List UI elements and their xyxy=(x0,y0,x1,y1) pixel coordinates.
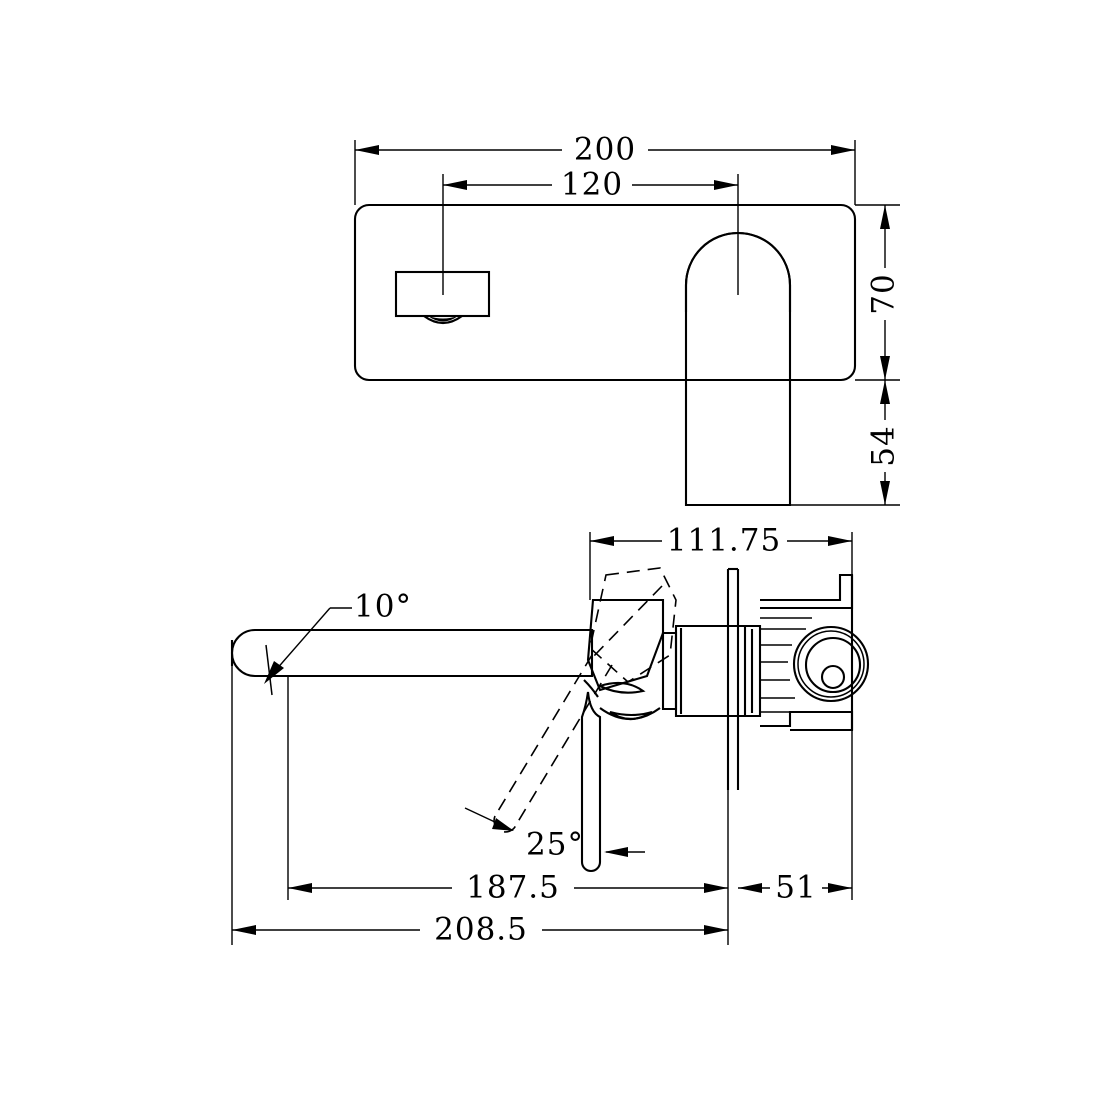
valve-face-inner-circle-side xyxy=(804,636,862,694)
lever-arm-side xyxy=(580,691,602,873)
arrow-208-right xyxy=(704,925,728,935)
arrow-200-left xyxy=(355,145,379,155)
arrow-111-left xyxy=(590,536,614,546)
dim-187-text-mask xyxy=(452,871,574,905)
dim-200-text-mask xyxy=(562,133,648,167)
arrow-70-top xyxy=(880,205,890,229)
dim-208-text-mask xyxy=(420,913,542,947)
arrow-51-right xyxy=(828,883,852,893)
arrow-120-right xyxy=(714,180,738,190)
handle-axis-phantom-side xyxy=(589,585,663,661)
lever-arm-phantom-side xyxy=(494,654,613,826)
handle-lip-fill-front xyxy=(428,316,458,322)
valve-face-bore-circle-side xyxy=(820,664,846,690)
valve-face-mid-circle-side xyxy=(797,630,865,698)
dim-label-54: 54 xyxy=(866,425,902,466)
rear-mount-body-side xyxy=(760,573,854,610)
dim-label-111-75: 111.75 xyxy=(667,523,781,559)
valve-body-side xyxy=(661,631,678,711)
front-elevation-view: 200 120 70 54 xyxy=(353,132,902,507)
arrow-200-right xyxy=(831,145,855,155)
angle-label-25: 25° xyxy=(526,827,584,863)
arrow-10deg xyxy=(264,661,284,684)
arrow-120-left xyxy=(443,180,467,190)
handle-cap-outline-side xyxy=(599,707,661,720)
arrow-54-top xyxy=(880,380,890,404)
arrow-187-left xyxy=(288,883,312,893)
arrow-70-bottom xyxy=(880,356,890,380)
arrow-111-right xyxy=(828,536,852,546)
angle-label-10: 10° xyxy=(354,589,412,625)
arrow-51-left xyxy=(738,883,762,893)
arrow-25deg-left xyxy=(492,818,514,831)
valve-face-outer-circle-side xyxy=(792,625,870,703)
handle-lip-front xyxy=(423,315,463,325)
dim-54-text-mask xyxy=(868,420,902,472)
dim-51-text-mask xyxy=(770,871,822,905)
spout-arm-side xyxy=(231,628,594,678)
dim-111-text-mask xyxy=(662,524,787,558)
spout-angle-tick-10deg xyxy=(265,644,273,696)
rear-mount-lower-side xyxy=(760,710,854,732)
lever-pivot-curve-side xyxy=(583,679,599,698)
arrow-187-right xyxy=(704,883,728,893)
dim-label-70: 70 xyxy=(866,273,902,314)
side-elevation-view: 10° 25° 111.75 187.5 51 xyxy=(230,523,870,948)
valve-body-outer-side xyxy=(674,624,762,718)
dim-70-text-mask xyxy=(868,268,902,320)
arrow-54-bottom xyxy=(880,481,890,505)
wall-plate-front xyxy=(353,203,857,382)
arrow-208-left xyxy=(232,925,256,935)
dim-label-120: 120 xyxy=(561,167,623,203)
lever-tip-phantom-side xyxy=(493,815,517,833)
dim-label-51: 51 xyxy=(775,870,816,906)
handle-indent-side xyxy=(597,681,646,694)
dim-120-text-mask xyxy=(552,168,632,202)
dim-label-187-5: 187.5 xyxy=(466,870,560,906)
arrow-25deg-right xyxy=(604,847,628,857)
handle-shroud-side xyxy=(586,598,665,692)
dim-label-200: 200 xyxy=(574,132,636,168)
handle-shroud-phantom-side xyxy=(589,567,677,684)
dim-label-208-5: 208.5 xyxy=(434,912,528,948)
